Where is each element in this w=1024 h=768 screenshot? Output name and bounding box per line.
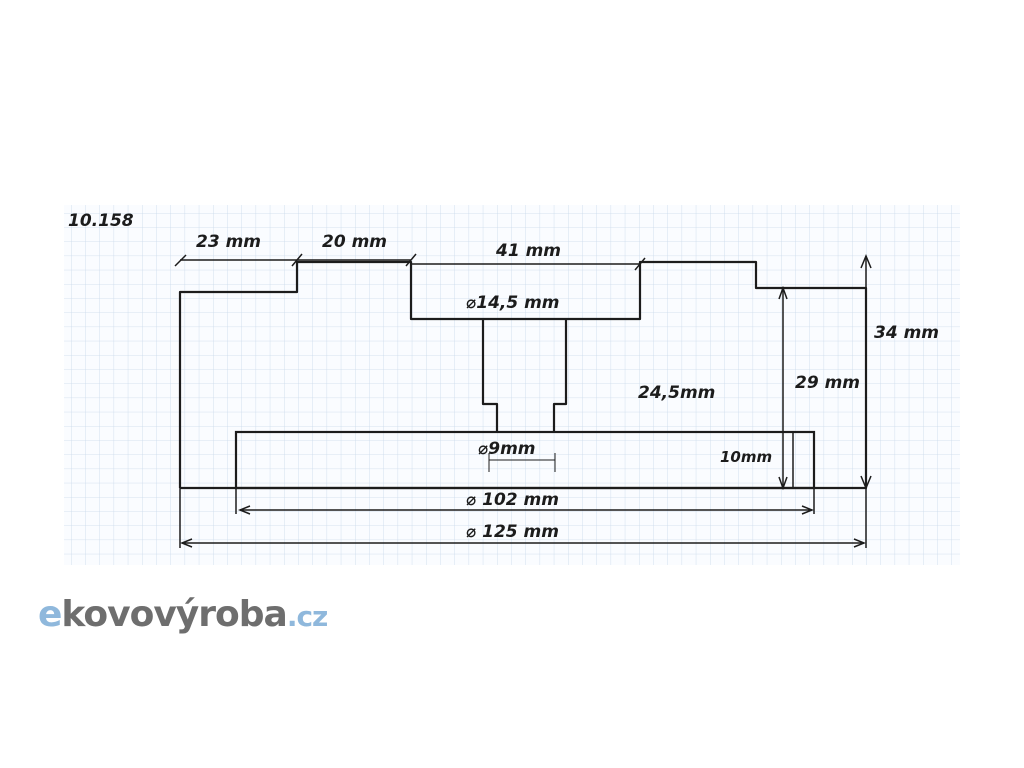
dimension-lines — [174, 253, 872, 548]
logo-suffix: .cz — [287, 600, 328, 633]
dim-small-hole: ⌀9mm — [478, 439, 536, 459]
dim-top-recess: 41 mm — [495, 241, 561, 261]
dim-top-step-1: 23 mm — [196, 232, 261, 252]
logo-prefix: e — [38, 594, 61, 635]
dim-inner-height: 24,5mm — [638, 383, 715, 403]
logo-main: kovovýroba — [61, 594, 286, 635]
dim-outer-diameter: ⌀ 125 mm — [466, 522, 559, 542]
svg-text:ekovovýroba.cz: ekovovýroba.cz — [38, 594, 327, 635]
dim-total-height: 34 mm — [874, 323, 939, 343]
logo: ekovovýroba.cz — [38, 594, 328, 635]
dim-bore-diameter: ⌀14,5 mm — [466, 293, 560, 313]
dim-flange-diameter: ⌀ 102 mm — [466, 490, 559, 510]
paper-grid — [64, 205, 960, 565]
dim-top-step-2: 20 mm — [322, 232, 387, 252]
sheet-number: 10.158 — [68, 211, 134, 231]
dim-flange-height: 10mm — [720, 448, 772, 466]
flange-outline — [234, 430, 816, 490]
dim-right-height: 29 mm — [795, 373, 860, 393]
